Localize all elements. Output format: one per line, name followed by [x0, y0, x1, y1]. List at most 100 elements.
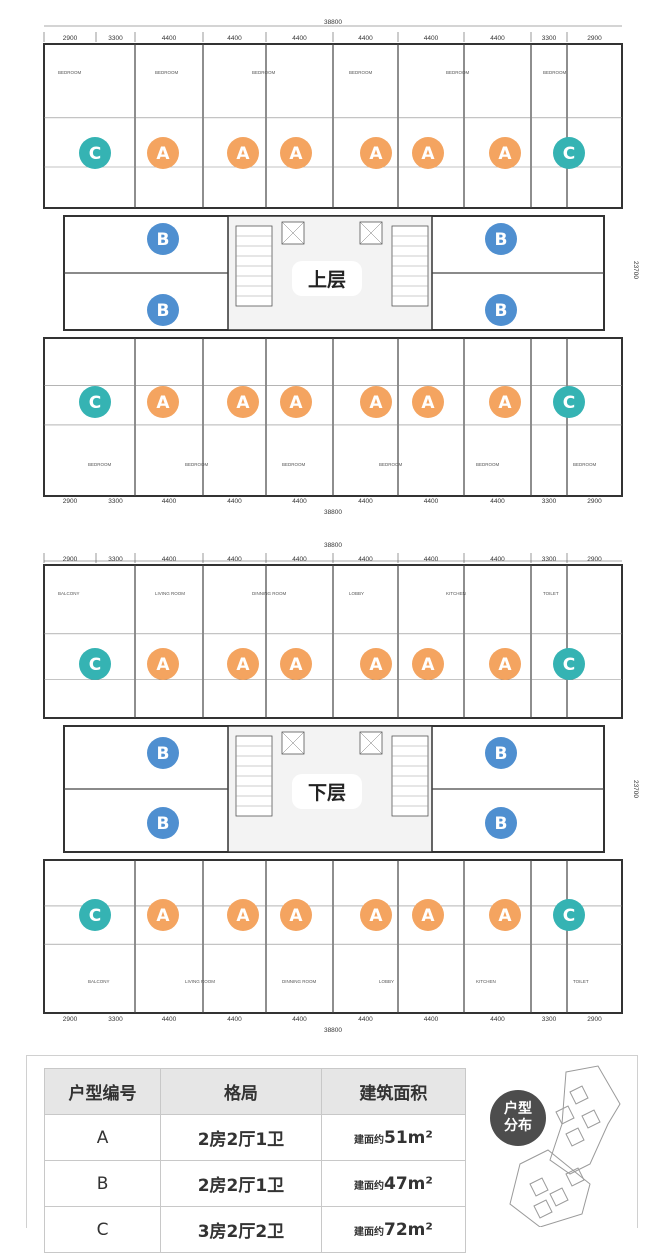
room-label: KITCHEN — [476, 979, 496, 984]
unit-type-badge-a — [412, 137, 444, 169]
unit-type-badge-letter: A — [236, 906, 250, 926]
unit-type-badge-a — [412, 386, 444, 418]
room-label: BEDROOM — [379, 462, 403, 467]
total-width-dim-bottom: 38800 — [324, 1027, 342, 1034]
top-segment-dim: 2900 — [63, 556, 78, 563]
unit-type-badge-a — [280, 899, 312, 931]
top-segment-dim: 3300 — [542, 556, 557, 563]
unit-type-badge-letter: A — [289, 393, 303, 413]
unit-type-badge-letter: B — [157, 230, 170, 250]
unit-type-badge-letter: A — [369, 906, 383, 926]
top-segment-dim: 4400 — [162, 556, 177, 563]
unit-type-badge-a — [147, 137, 179, 169]
layout-cell: 2房2厅1卫 — [160, 1114, 322, 1161]
top-segment-dim: 4400 — [424, 556, 439, 563]
unit-type-badge-letter: A — [498, 906, 512, 926]
unit-type-badge-a — [147, 899, 179, 931]
unit-type-badge-letter: A — [156, 144, 170, 164]
top-segment-dim: 3300 — [542, 35, 557, 42]
unit-type-badge-letter: A — [369, 655, 383, 675]
unit-type-badge-a — [489, 648, 521, 680]
unit-distribution-map: 户型 分布 — [470, 1064, 630, 1228]
room-label: BEDROOM — [185, 462, 209, 467]
top-segment-dim: 4400 — [292, 35, 307, 42]
top-segment-dim: 4400 — [292, 556, 307, 563]
unit-type-badge-letter: B — [157, 744, 170, 764]
unit-code-cell: A — [43, 1114, 162, 1161]
total-width-dim: 38800 — [324, 19, 342, 26]
unit-type-badge-c — [553, 137, 585, 169]
unit-type-badge-a — [280, 386, 312, 418]
unit-type-badge-a — [280, 648, 312, 680]
top-segment-dim: 2900 — [587, 556, 602, 563]
area-prefix: 建面约 — [353, 1180, 384, 1192]
unit-type-badge-letter: A — [421, 655, 435, 675]
bottom-segment-dim: 2900 — [587, 498, 602, 505]
unit-type-badge-a — [227, 648, 259, 680]
bottom-segment-dim: 4400 — [162, 1016, 177, 1023]
table-row: B 2房2厅1卫 建面约47m² — [43, 1160, 467, 1207]
top-segment-dim: 2900 — [63, 35, 78, 42]
bottom-segment-dim: 4400 — [358, 498, 373, 505]
top-segment-dim: 4400 — [227, 556, 242, 563]
unit-type-badge-letter: A — [156, 906, 170, 926]
unit-type-badge-letter: A — [421, 906, 435, 926]
unit-type-badge-c — [79, 899, 111, 931]
area-value: 47m² — [383, 1173, 433, 1194]
unit-type-badge-c — [79, 386, 111, 418]
unit-type-badge-letter: C — [89, 906, 101, 926]
bottom-segment-dim: 4400 — [227, 1016, 242, 1023]
bottom-segment-dim: 2900 — [587, 1016, 602, 1023]
bottom-segment-dim: 4400 — [490, 498, 505, 505]
room-label: BEDROOM — [543, 70, 567, 75]
lower-floor-plan: 38800 2900 3300 4400 4400 4400 4400 4400 4400 330… — [0, 535, 660, 1045]
unit-type-badge-a — [147, 386, 179, 418]
bottom-segment-dim: 4400 — [490, 1016, 505, 1023]
top-segment-dim: 3300 — [108, 556, 123, 563]
room-label: LOBBY — [379, 979, 394, 984]
bottom-segment-dim: 3300 — [542, 1016, 557, 1023]
top-segment-dim: 4400 — [358, 556, 373, 563]
side-total-dim: 23700 — [632, 261, 639, 279]
room-label: BEDROOM — [476, 462, 500, 467]
unit-type-badge-a — [280, 137, 312, 169]
room-label: BEDROOM — [349, 70, 373, 75]
room-label: BEDROOM — [573, 462, 597, 467]
unit-type-badge-a — [147, 648, 179, 680]
room-label: BEDROOM — [252, 70, 276, 75]
unit-code-cell: C — [43, 1206, 162, 1253]
unit-type-badge-c — [79, 648, 111, 680]
unit-type-badge-letter: C — [563, 655, 575, 675]
header-unit-code: 户型编号 — [43, 1068, 162, 1115]
top-segment-dim: 4400 — [490, 35, 505, 42]
unit-type-badge-a — [489, 137, 521, 169]
room-label: LOBBY — [349, 591, 364, 596]
bottom-segment-dim: 4400 — [292, 1016, 307, 1023]
elevator-cross — [359, 221, 383, 245]
unit-type-badge-c — [553, 899, 585, 931]
unit-type-badge-a — [360, 137, 392, 169]
top-segment-dim: 3300 — [108, 35, 123, 42]
bottom-segment-dim: 3300 — [108, 498, 123, 505]
table-header-row: 户型编号 格局 建筑面积 — [43, 1068, 467, 1115]
unit-type-badge-letter: A — [498, 393, 512, 413]
top-segment-dim: 2900 — [587, 35, 602, 42]
unit-type-badge-letter: A — [498, 655, 512, 675]
unit-type-badge-a — [227, 899, 259, 931]
unit-type-badge-a — [360, 648, 392, 680]
unit-type-badge-letter: C — [89, 393, 101, 413]
map-label-line2: 分布 — [504, 1118, 532, 1134]
unit-type-badge-letter: C — [563, 144, 575, 164]
area-cell: 建面约72m² — [320, 1206, 467, 1253]
bottom-segment-dim: 2900 — [63, 1016, 78, 1023]
header-area: 建筑面积 — [320, 1068, 467, 1115]
elevator-cross — [359, 731, 383, 755]
unit-type-badge-letter: A — [498, 144, 512, 164]
unit-type-badge-a — [412, 648, 444, 680]
unit-type-badge-a — [360, 899, 392, 931]
area-cell: 建面约47m² — [320, 1160, 467, 1207]
room-label: DINNING ROOM — [282, 979, 317, 984]
unit-type-badge-letter: B — [157, 301, 170, 321]
unit-type-badge-a — [489, 899, 521, 931]
room-label: LIVING ROOM — [185, 979, 215, 984]
